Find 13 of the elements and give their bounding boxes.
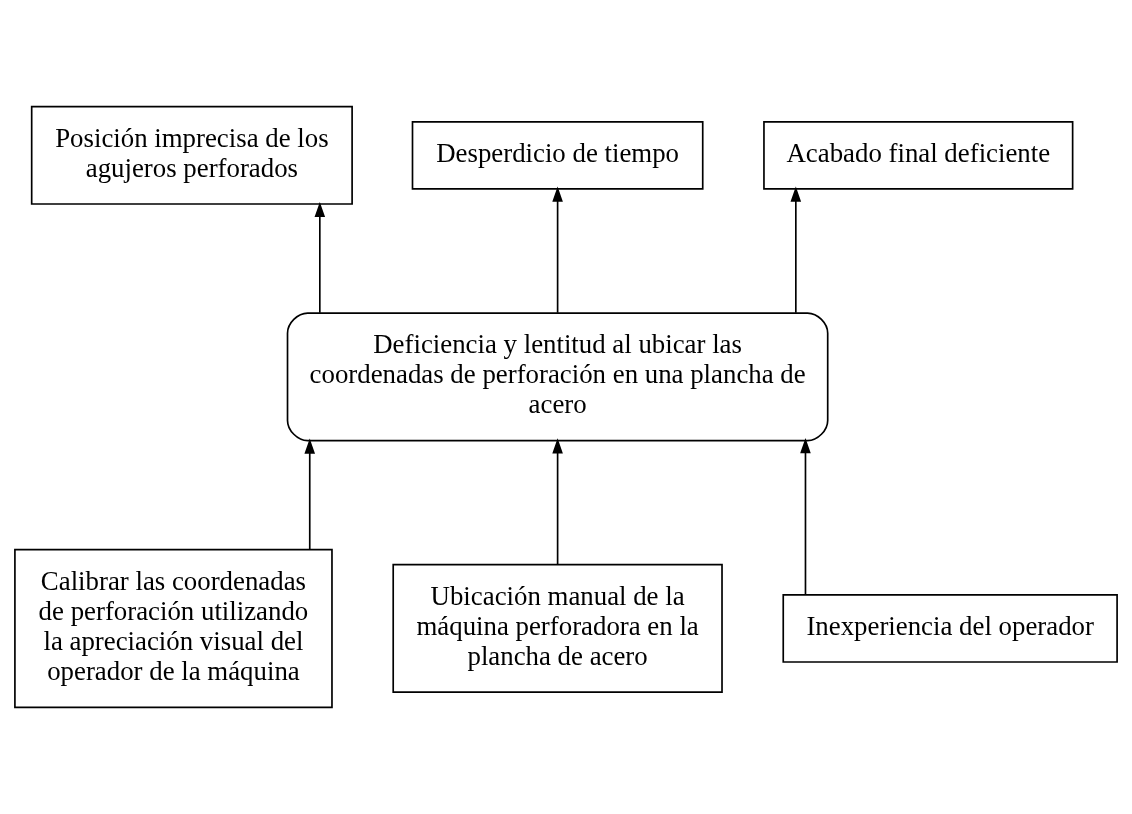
node-box: Calibrar las coordenadas de perforación utilizando la apreciación visual del operador de la máquina [14, 548, 333, 709]
arrow [800, 438, 811, 596]
node-box: Deficiencia y lentitud al ubicar las coordenadas de perforación en una plancha de acero [286, 312, 829, 442]
arrow [314, 201, 326, 314]
node-box: Inexperiencia del operador [782, 594, 1118, 663]
arrow [552, 438, 563, 566]
arrow [790, 186, 802, 314]
node-box: Ubicación manual de la máquina perforadora en la plancha de acero [392, 563, 723, 694]
arrow [304, 438, 316, 551]
node-box: Acabado final deficiente [763, 120, 1074, 190]
node-box: Desperdicio de tiempo [411, 120, 704, 190]
node-box: Posición imprecisa de los agujeros perforados [30, 105, 353, 205]
arrow [552, 186, 563, 314]
